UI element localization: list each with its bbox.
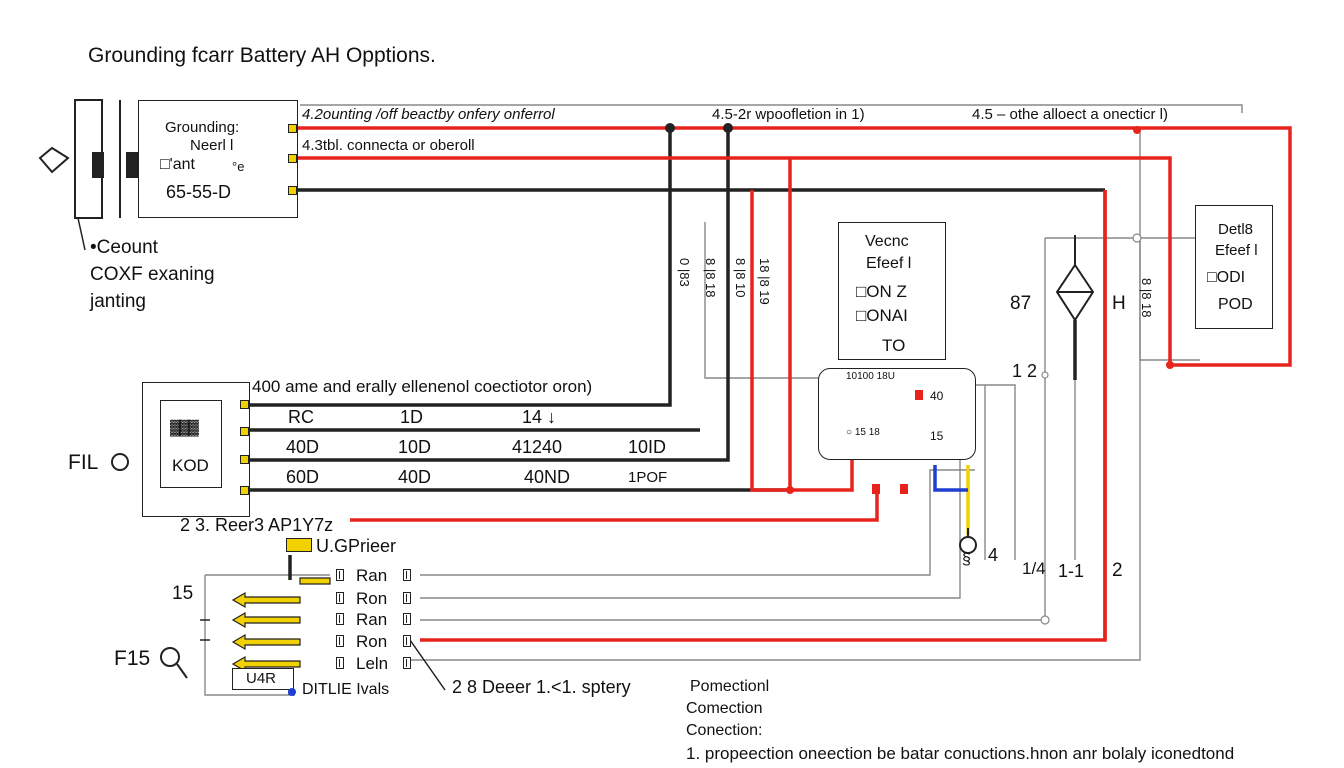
connector-red-pin [915, 390, 923, 400]
module-terminal-3 [240, 455, 249, 464]
table-cell: 10ID [628, 437, 667, 457]
table-cell: RC [288, 407, 314, 427]
note-line-3: janting [90, 291, 146, 312]
footer-connection-3: Conection: [686, 722, 763, 739]
fuse-pin-left [336, 569, 344, 581]
ground-terminal-1 [288, 124, 297, 133]
label-1-4: 1/4 [1022, 559, 1046, 578]
grounding-box-line3b: °e [232, 159, 245, 174]
page-title: Grounding fcarr Battery AH Opptions. [88, 44, 436, 67]
fuse-pin-right [403, 613, 411, 625]
center-box [838, 222, 946, 360]
fuse-label: Ran [356, 566, 388, 585]
grounding-box [138, 100, 298, 218]
connector-label-1: 10100 18U [846, 371, 895, 382]
label-4: 4 [988, 545, 999, 565]
fuse-inner-box [232, 668, 294, 690]
module-terminal-2 [240, 427, 249, 436]
table-header: 400 ame and erally ellenenol coectiotor … [252, 377, 593, 396]
label-2: 2 [1112, 560, 1123, 581]
table-cell: 40D [286, 437, 320, 457]
relay-label: 2 3. Reer3 AP1Y7z [180, 515, 334, 535]
right-box-line1: Detl8 [1218, 221, 1254, 238]
grounding-box-line3: □'ant [160, 156, 195, 173]
center-box-line1: Vecnc [865, 233, 909, 250]
vertical-label-3: 8 |8 10 [733, 258, 748, 298]
right-box [1195, 205, 1273, 329]
footer-caption: 1. propeection oneection be batar conuct… [686, 744, 1235, 763]
fuse-label: Ron [356, 589, 388, 608]
fuse-pin-right [403, 657, 411, 669]
vertical-label-4: 18 |8 19 [757, 258, 772, 305]
center-box-line5: TO [882, 336, 906, 355]
fuse-15-label: 15 [172, 583, 194, 604]
fuse-label: Leln [356, 654, 389, 673]
label-section-icon: § [962, 551, 971, 568]
connector-label-2: 40 [930, 389, 944, 403]
grid-icon: ▓▓▓ [170, 419, 199, 436]
table-cell: 60D [286, 467, 320, 487]
blue-dot [288, 688, 296, 696]
multi-connector [818, 368, 976, 460]
table-cell: 1D [400, 407, 424, 427]
note-line-2: COXF exaning [90, 264, 215, 285]
fuse-label: Ran [356, 610, 388, 629]
connector-label-4: 15 [930, 429, 944, 443]
label-1-1: 1-1 [1058, 561, 1085, 581]
fuse-pin-left [336, 613, 344, 625]
wire-label-1: 4.2ounting /off beactby onfery onferrol [302, 106, 555, 123]
footer-connection-1: Pomectionl [690, 678, 770, 695]
fuse-pin-right [403, 635, 411, 647]
table-cell: 40ND [524, 467, 571, 487]
fuse-pin-left [336, 592, 344, 604]
fuse-inner-label: U4R [246, 670, 277, 687]
ground-terminal-2 [288, 154, 297, 163]
module-terminal-4 [240, 486, 249, 495]
gpower-label: U.GPrieer [316, 536, 397, 556]
fuse-pin-right [403, 569, 411, 581]
right-box-line2: Efeef l [1215, 242, 1258, 259]
fuse-pin-left [336, 657, 344, 669]
note-line-1: •Ceount [90, 237, 158, 258]
right-box-line4: POD [1218, 296, 1253, 313]
grounding-box-line2: Neerl l [190, 137, 234, 154]
fuse-f15-label: F15 [114, 647, 151, 670]
label-12: 1 2 [1012, 361, 1038, 381]
module-label: KOD [172, 456, 209, 475]
table-cell: 1POF [628, 469, 668, 486]
wire-label-2: 4.3tbl. connecta or oberoll [302, 137, 475, 154]
grounding-box-line4: 65-55-D [166, 182, 232, 202]
wire-label-3: 4.5-2r wpoofletion in 1) [712, 106, 865, 123]
wire-label-4: 4.5 – othe alloect a onecticr l) [972, 106, 1168, 123]
fuse-label: Ron [356, 632, 388, 651]
power-connector [286, 538, 312, 552]
center-box-line3: □ON Z [856, 282, 907, 301]
table-cell: 40D [398, 467, 432, 487]
footer-connection-2: Comection [686, 700, 763, 717]
fuse-bottom-label: DITLIE Ivals [302, 681, 390, 698]
fuse-pin-left [336, 635, 344, 647]
table-cell: 10D [398, 437, 432, 457]
table-cell: 41240 [512, 437, 563, 457]
connector-label-3: ○ 15 18 [846, 427, 880, 438]
center-box-line4: □ONAI [856, 306, 908, 325]
table-cell: 14 ↓ [522, 407, 557, 427]
footer-deer: 2 8 Deeer 1.<1. sptery [452, 677, 631, 697]
label-87: 87 [1010, 293, 1032, 314]
ground-terminal-3 [288, 186, 297, 195]
center-box-line2: Efeef l [866, 255, 912, 272]
vertical-label-2: 8 |8 18 [703, 258, 718, 298]
module-terminal-1 [240, 400, 249, 409]
fil-label: FIL [68, 451, 99, 474]
fuse-pin-right [403, 592, 411, 604]
label-h: H [1112, 293, 1126, 314]
grounding-box-line1: Grounding: [165, 119, 240, 136]
right-box-line3: □ODI [1207, 269, 1246, 286]
vertical-label-5: 8 |8 18 [1139, 278, 1154, 318]
left-module-inner [160, 400, 222, 488]
vertical-label-1: 0 |83 [677, 258, 692, 287]
